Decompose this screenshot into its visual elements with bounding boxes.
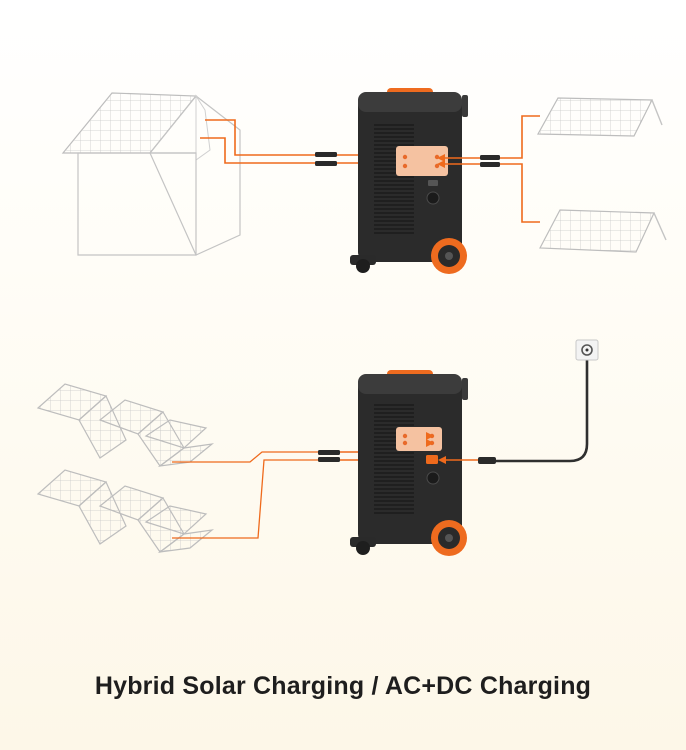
wall-outlet-icon [575, 339, 599, 361]
solar-array-cables [172, 451, 318, 539]
scene-ac-dc [36, 339, 599, 556]
port-panel-1 [396, 146, 448, 176]
portable-solar-panel-icon [539, 209, 667, 253]
foldable-solar-array-icon [36, 469, 215, 553]
power-station-1 [350, 88, 468, 274]
house-cable [200, 119, 315, 164]
port-panel-2 [396, 427, 442, 451]
rooftop-solar-house-icon [61, 92, 241, 256]
ac-cable [438, 360, 589, 464]
foldable-solar-array-icon [36, 383, 215, 467]
power-station-2 [350, 370, 468, 556]
diagram-caption: Hybrid Solar Charging / AC+DC Charging [94, 672, 592, 700]
portable-solar-panel-icon [536, 97, 663, 137]
right-connectors-1 [437, 115, 540, 223]
scene-hybrid-solar [61, 88, 667, 274]
